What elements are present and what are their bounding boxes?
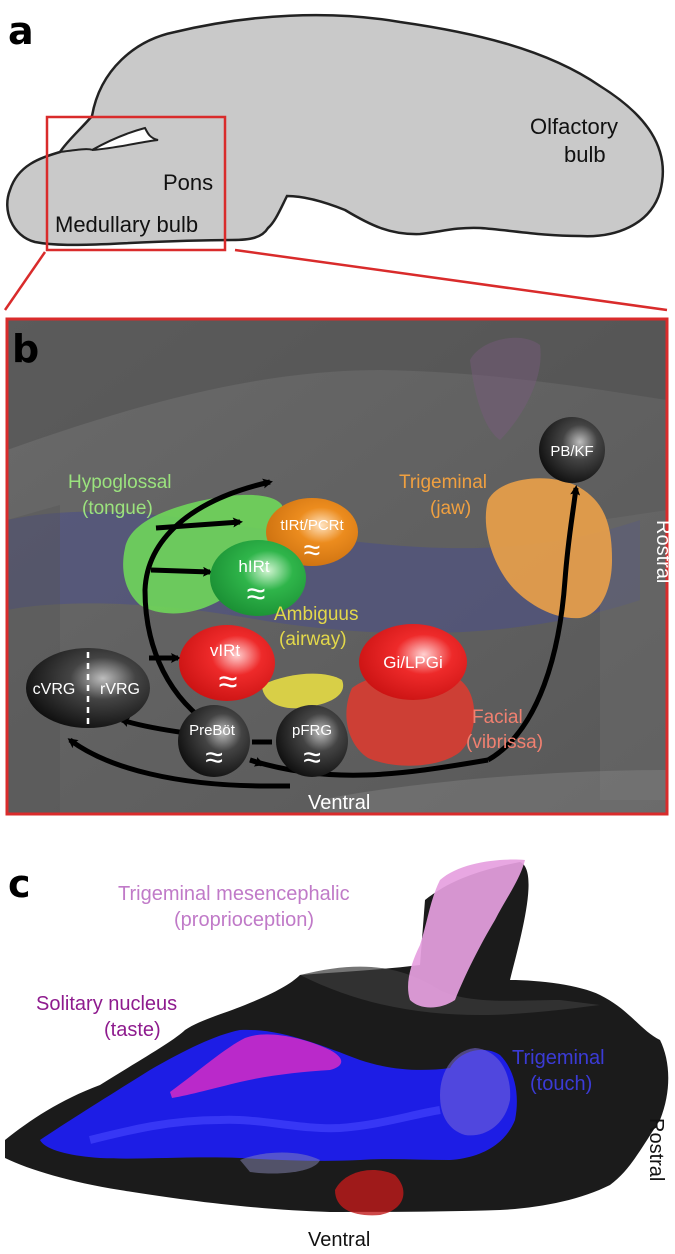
label-rostral-c: Rostral [645, 1118, 667, 1181]
node-hirt-label: hIRt [238, 557, 269, 576]
label-trig-1: Trigeminal [512, 1047, 605, 1069]
label-facial-2: (vibrissa) [466, 732, 543, 753]
panel-c-letter: c [8, 862, 31, 906]
zoom-box [45, 115, 227, 252]
node-virt-label: vIRt [210, 641, 241, 660]
label-olfactory-1: Olfactory [530, 114, 618, 139]
label-ambiguus-2: (airway) [279, 629, 347, 650]
label-trigeminal-2: (jaw) [430, 498, 471, 519]
label-sol-1: Solitary nucleus [36, 993, 177, 1015]
node-cvrg-label: cVRG [33, 681, 76, 698]
label-ventral-c: Ventral [308, 1229, 370, 1251]
trigeminal-mesencephalic-region [408, 859, 525, 1008]
ambiguus-nucleus [262, 673, 344, 709]
node-gi: Gi/LPGi [359, 624, 467, 700]
label-mes-2: (proprioception) [174, 909, 314, 931]
node-rvrg-label: rVRG [100, 681, 140, 698]
zoom-line-left [3, 251, 47, 311]
node-pfrg-osc: ≈ [303, 739, 321, 775]
label-pons: Pons [163, 170, 213, 195]
label-medullary: Medullary bulb [55, 212, 198, 237]
label-sol-2: (taste) [104, 1019, 161, 1041]
brain-silhouette [6, 13, 665, 247]
label-ventral-b: Ventral [308, 792, 370, 814]
node-pbkf-label: PB/KF [550, 443, 593, 460]
cerebellum-outline [59, 148, 93, 153]
node-pfrg-label: pFRG [292, 722, 332, 739]
node-gi-label: Gi/LPGi [383, 653, 443, 672]
touch-texture [89, 1106, 441, 1144]
facial-nucleus [346, 672, 475, 766]
node-virt-osc: ≈ [219, 663, 238, 701]
trigeminal-jaw-nucleus [485, 478, 612, 619]
zoom-line-right [234, 248, 668, 312]
node-tirt-osc: ≈ [304, 534, 320, 567]
hypoglossal-nucleus [123, 494, 283, 614]
panel-b-letter: b [12, 327, 39, 371]
connection-arrows [67, 478, 581, 789]
node-prebot-label: PreBöt [189, 722, 236, 739]
node-virt: vIRt ≈ [179, 625, 275, 701]
label-rostral-b: Rostral [652, 520, 674, 583]
panel-a-letter: a [8, 9, 34, 53]
ambiguus-deep-region [240, 1152, 320, 1174]
label-hypoglossal-1: Hypoglossal [68, 472, 172, 493]
node-prebot: PreBöt ≈ [178, 705, 250, 777]
node-pfrg: pFRG ≈ [276, 705, 348, 777]
trigeminal-touch-rostral-blob [440, 1048, 511, 1136]
label-hypoglossal-2: (tongue) [82, 498, 153, 519]
label-trigeminal-1: Trigeminal [399, 472, 487, 493]
panel-b-frame [5, 317, 669, 816]
facial-deep-region [335, 1170, 404, 1216]
node-tirt-label: tIRt/PCRt [280, 517, 344, 534]
node-pbkf: PB/KF [539, 417, 605, 483]
pons-cleft [91, 126, 159, 151]
label-trig-2: (touch) [530, 1073, 592, 1095]
brainstem-ridge [300, 966, 600, 1015]
label-facial-1: Facial [472, 707, 523, 728]
label-mes-1: Trigeminal mesencephalic [118, 883, 350, 905]
node-hirt: hIRt ≈ [210, 540, 306, 616]
node-vrg: cVRG rVRG [26, 648, 150, 728]
solitary-nucleus-region [170, 1034, 342, 1098]
label-ambiguus-1: Ambiguus [274, 604, 359, 625]
node-prebot-osc: ≈ [205, 739, 223, 775]
node-hirt-osc: ≈ [247, 575, 266, 613]
label-olfactory-2: bulb [564, 142, 606, 167]
